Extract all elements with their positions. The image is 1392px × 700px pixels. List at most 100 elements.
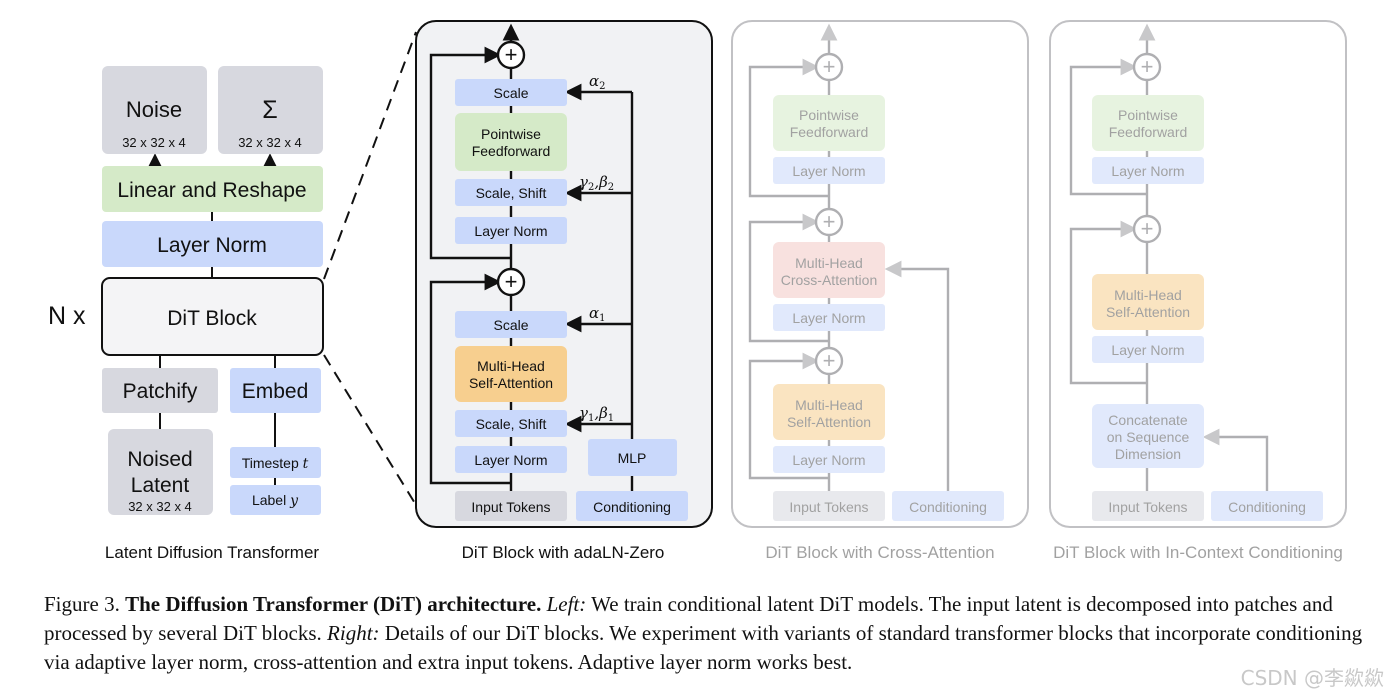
cross-plus-3 [814, 346, 844, 376]
incontext-feedforward-box [1092, 95, 1204, 151]
adaln-scale-shift-top-box [455, 179, 567, 206]
cross-attn-line2: Cross-Attention [781, 272, 877, 288]
patchify-label: Patchify [123, 380, 198, 403]
incontext-plus-2-glyph: + [1141, 216, 1154, 241]
adaln-input-tokens-box [455, 491, 567, 521]
adaln-conditioning-label: Conditioning [593, 499, 671, 515]
left-title: Latent Diffusion Transformer [105, 543, 320, 562]
adaln-attn-line1: Multi-Head [477, 358, 545, 374]
cross-layer-norm-3-box [773, 446, 885, 473]
adaln-feedforward-box [455, 113, 567, 171]
cross-plus-1 [814, 52, 844, 82]
sigma-box [218, 66, 323, 154]
label-text: Label [252, 492, 290, 508]
dit-block-label: DiT Block [167, 307, 257, 330]
cross-layer-norm-1-box [773, 157, 885, 184]
incontext-plus-1-glyph: + [1141, 54, 1154, 79]
adaln-plus-mid-glyph: + [505, 269, 518, 294]
embed-box [230, 368, 321, 413]
incontext-title: DiT Block with In-Context Conditioning [1053, 543, 1343, 562]
gamma2-beta2-label: γ2,β2 [579, 173, 614, 193]
incontext-layer-norm-2-label: Layer Norm [1111, 342, 1184, 358]
incontext-concatenate-box [1092, 404, 1204, 468]
caption-left-label: Left: [546, 592, 587, 616]
cross-attn-line1: Multi-Head [795, 255, 863, 271]
cross-self-line2: Self-Attention [787, 414, 871, 430]
adaln-ff-line1: Pointwise [481, 126, 541, 142]
adaln-self-attention-box [455, 346, 567, 402]
noised-latent-line1: Noised [127, 448, 192, 471]
alpha1-label: α1 [589, 304, 606, 324]
caption-fig-number: Figure 3. [44, 592, 126, 616]
sigma-dims: 32 x 32 x 4 [238, 135, 302, 150]
incontext-conditioning-label: Conditioning [1228, 499, 1306, 515]
incontext-input-tokens-box [1092, 491, 1204, 521]
adaln-layer-norm-bot-box [455, 446, 567, 473]
sigma-label: Σ [262, 96, 277, 124]
incontext-concat-line1: Concatenate [1108, 412, 1188, 428]
n-x-label: N x [48, 302, 86, 330]
caption-text-2: Details of our DiT blocks. We experiment… [44, 621, 1363, 674]
latent-diffusion-transformer: Noise 32 x 32 x 4 Σ 32 x 32 x 4 Linear a… [48, 31, 417, 562]
adaln-title: DiT Block with adaLN-Zero [462, 543, 665, 562]
adaln-scale-top-label: Scale [493, 85, 528, 101]
cross-conditioning-label: Conditioning [909, 499, 987, 515]
gamma1-sym: γ [579, 404, 588, 422]
cross-plus-2-glyph: + [823, 209, 836, 234]
incontext-conditioning-box [1211, 491, 1323, 521]
adaln-scale-shift-bot-label: Scale, Shift [476, 416, 547, 432]
incontext-layer-norm-2-box [1092, 336, 1204, 363]
panel-in-context: + + Pointwise Feedforward Layer Norm Mul… [1049, 20, 1347, 562]
label-label: Label y [252, 492, 299, 509]
adaln-layer-norm-top-label: Layer Norm [474, 223, 547, 239]
beta2-sym: β [598, 173, 608, 191]
label-box [230, 485, 321, 515]
adaln-ff-line2: Feedforward [472, 143, 551, 159]
adaln-layer-norm-top-box [455, 217, 567, 244]
cross-attention-box [773, 242, 885, 298]
incontext-concat-line3: Dimension [1115, 446, 1181, 462]
caption-title: The Diffusion Transformer (DiT) architec… [125, 592, 542, 616]
cross-title: DiT Block with Cross-Attention [765, 543, 994, 562]
cross-layer-norm-2-box [773, 304, 885, 331]
adaln-scale-mid-box [455, 311, 567, 338]
adaln-scale-mid-label: Scale [493, 317, 528, 333]
gamma1-sub: 1 [588, 413, 594, 424]
caption-text-1: We train conditional latent DiT models. … [44, 592, 1333, 645]
cross-conditioning-box [892, 491, 1004, 521]
alpha2-sym: α [589, 72, 599, 90]
incontext-self-line1: Multi-Head [1114, 287, 1182, 303]
watermark: CSDN @李歘歘 [1240, 666, 1384, 690]
incontext-layer-norm-1-label: Layer Norm [1111, 163, 1184, 179]
adaln-plus-top [496, 40, 526, 70]
incontext-input-tokens-label: Input Tokens [1108, 499, 1187, 515]
adaln-scale-shift-bot-box [455, 410, 567, 437]
cross-layer-norm-1-label: Layer Norm [792, 163, 865, 179]
label-var: y [289, 493, 299, 509]
cross-input-tokens-label: Input Tokens [789, 499, 868, 515]
left-connectors [148, 31, 417, 506]
noise-label: Noise [126, 97, 182, 122]
noise-box [102, 66, 207, 154]
timestep-box [230, 447, 321, 478]
incontext-self-line2: Self-Attention [1106, 304, 1190, 320]
noise-dims: 32 x 32 x 4 [122, 135, 186, 150]
incontext-ff-line2: Feedforward [1109, 124, 1188, 140]
timestep-label: Timestep t [242, 455, 309, 472]
gamma1-beta1-label: γ1,β1 [579, 404, 614, 424]
dit-architecture-diagram: Noise 32 x 32 x 4 Σ 32 x 32 x 4 Linear a… [48, 20, 1347, 562]
cross-input-tokens-box [773, 491, 885, 521]
cross-feedforward-box [773, 95, 885, 151]
cross-self-attention-box [773, 384, 885, 440]
cross-layer-norm-3-label: Layer Norm [792, 452, 865, 468]
noised-latent-dims: 32 x 32 x 4 [128, 499, 192, 514]
alpha1-sym: α [589, 304, 599, 322]
noised-latent-line2: Latent [131, 474, 190, 497]
dit-block-box [101, 277, 324, 356]
adaln-conditioning-box [576, 491, 688, 521]
linear-reshape-box [102, 166, 323, 212]
beta1-sub: 1 [608, 413, 614, 424]
cross-plus-2 [814, 207, 844, 237]
left-layer-norm-label: Layer Norm [157, 234, 267, 257]
cross-ff-line2: Feedforward [790, 124, 869, 140]
